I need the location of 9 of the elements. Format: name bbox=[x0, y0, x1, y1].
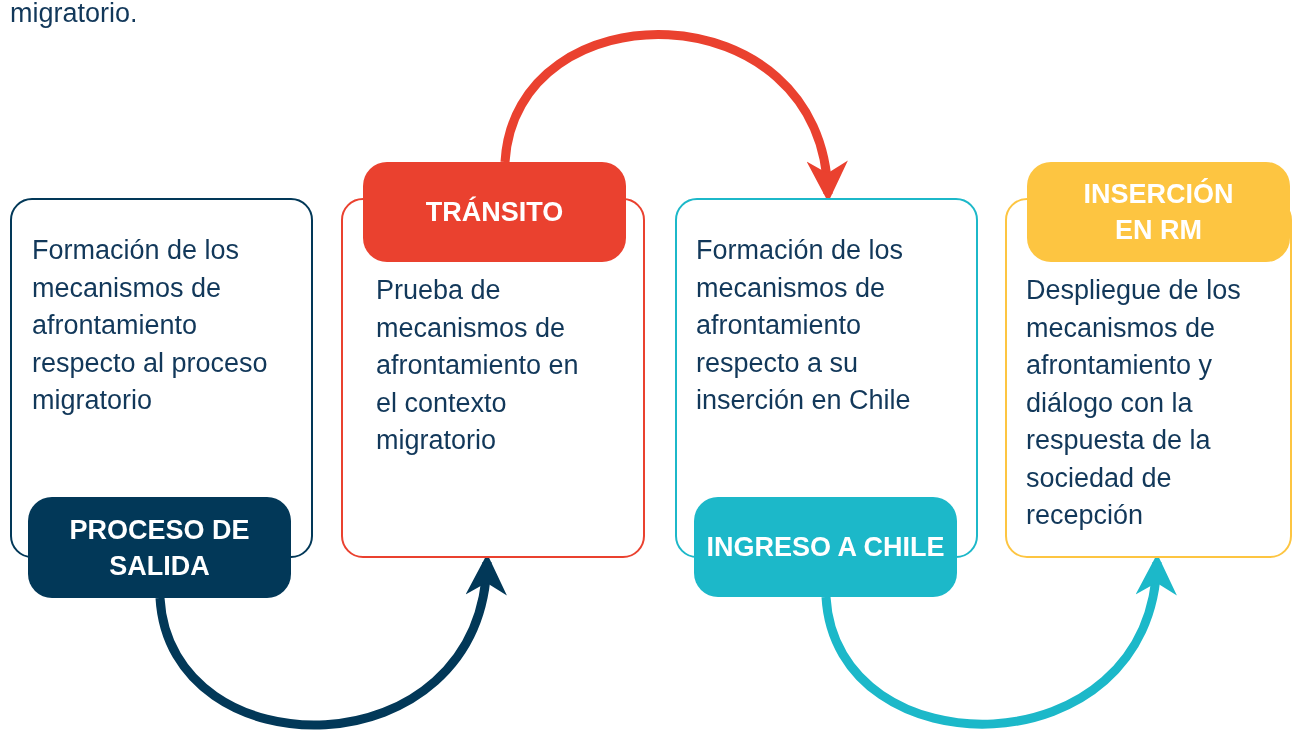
step-description: Formación de los mecanismos de afrontamiento respecto al proceso migratorio bbox=[32, 234, 269, 417]
step-description: Despliegue de los mecanismos de afrontamiento y diálogo con la respuesta de la sociedad de recepción bbox=[1026, 274, 1241, 532]
step-description: Prueba de mecanismos de afrontamiento en el contexto migratorio bbox=[376, 274, 580, 457]
step-heading: TRÁNSITO bbox=[363, 162, 626, 262]
step-description: Formación de los mecanismos de afrontamiento respecto a su inserción en Chile bbox=[696, 234, 912, 417]
step-heading: INGRESO A CHILE bbox=[694, 497, 957, 597]
step-heading: INSERCIÓN EN RM bbox=[1027, 162, 1290, 262]
note-text: migratorio. bbox=[10, 0, 138, 30]
step-heading: PROCESO DE SALIDA bbox=[28, 497, 291, 598]
